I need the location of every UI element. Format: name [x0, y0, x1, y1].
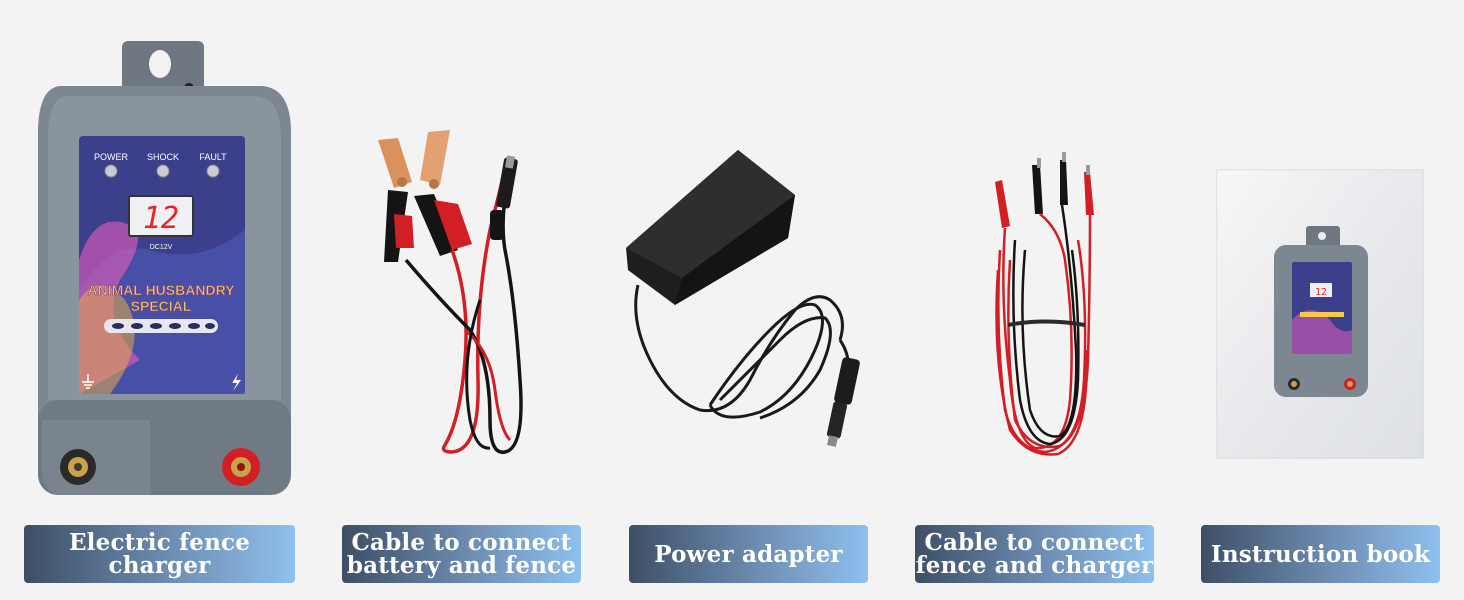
- brand-subtitle: SPECIAL: [131, 298, 192, 314]
- fault-indicator-label: FAULT: [199, 152, 227, 162]
- animal-icons: [112, 323, 215, 329]
- brand-title: ANIMAL HUSBANDRY: [88, 282, 236, 298]
- label-instruction-book: Instruction book: [1201, 525, 1440, 583]
- shock-indicator-label: SHOCK: [147, 152, 179, 162]
- digital-display: 12: [143, 201, 179, 236]
- battery-cable-image: [378, 130, 523, 454]
- cover-charger-illustration: 12: [1274, 226, 1368, 397]
- ground-icon: [82, 374, 94, 389]
- product-battery-cable: Cable to connect battery and fence: [330, 0, 600, 600]
- product-power-adapter: Power adapter: [610, 0, 880, 600]
- fault-led-icon: [206, 164, 220, 178]
- power-adapter-image: [626, 150, 860, 447]
- voltage-label: DC12V: [150, 244, 173, 251]
- svg-text:12: 12: [1315, 287, 1327, 298]
- label-battery-cable: Cable to connect battery and fence: [342, 525, 581, 583]
- product-instruction-book: 12 Instruction book: [1190, 0, 1464, 600]
- power-indicator-label: POWER: [94, 152, 129, 162]
- power-led-icon: [104, 164, 118, 178]
- label-fence-cable: Cable to connect fence and charger: [915, 525, 1154, 583]
- product-charger: POWER SHOCK FAULT 12 DC12V ANIMAL HUSBAN…: [0, 0, 310, 600]
- instruction-book-image: 12: [1216, 169, 1424, 459]
- label-power-adapter: Power adapter: [629, 525, 868, 583]
- lightning-icon: [232, 374, 241, 391]
- product-fence-cable: Cable to connect fence and charger: [900, 0, 1170, 600]
- label-electric-fence-charger: Electric fence charger: [24, 525, 295, 583]
- fence-charger-image: POWER SHOCK FAULT 12 DC12V ANIMAL HUSBAN…: [38, 41, 291, 495]
- shock-led-icon: [156, 164, 170, 178]
- fence-cable-image: [995, 152, 1094, 456]
